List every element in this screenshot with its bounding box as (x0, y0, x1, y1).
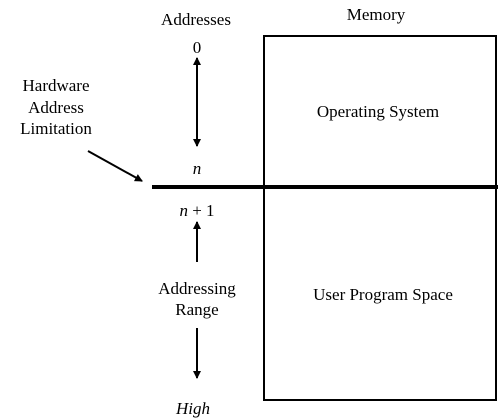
hardware-pointer-arrow (87, 150, 143, 182)
addresses-heading: Addresses (161, 10, 231, 29)
user-program-space-region: User Program Space (313, 285, 453, 304)
hardware-label-line2: Address (28, 98, 84, 117)
memory-heading: Memory (346, 5, 406, 24)
address-n-plus-1-label: n + 1 (179, 201, 215, 220)
hardware-label-line1: Hardware (22, 76, 90, 95)
address-high-label: High (176, 399, 210, 418)
address-n-label: n (192, 159, 202, 178)
addressing-range-line1: Addressing (158, 279, 236, 298)
memory-block (263, 35, 497, 401)
operating-system-region: Operating System (316, 102, 440, 121)
addressing-range-line2: Range (175, 300, 219, 319)
address-zero-label: 0 (192, 38, 202, 57)
hardware-label-line3: Limitation (20, 119, 92, 138)
